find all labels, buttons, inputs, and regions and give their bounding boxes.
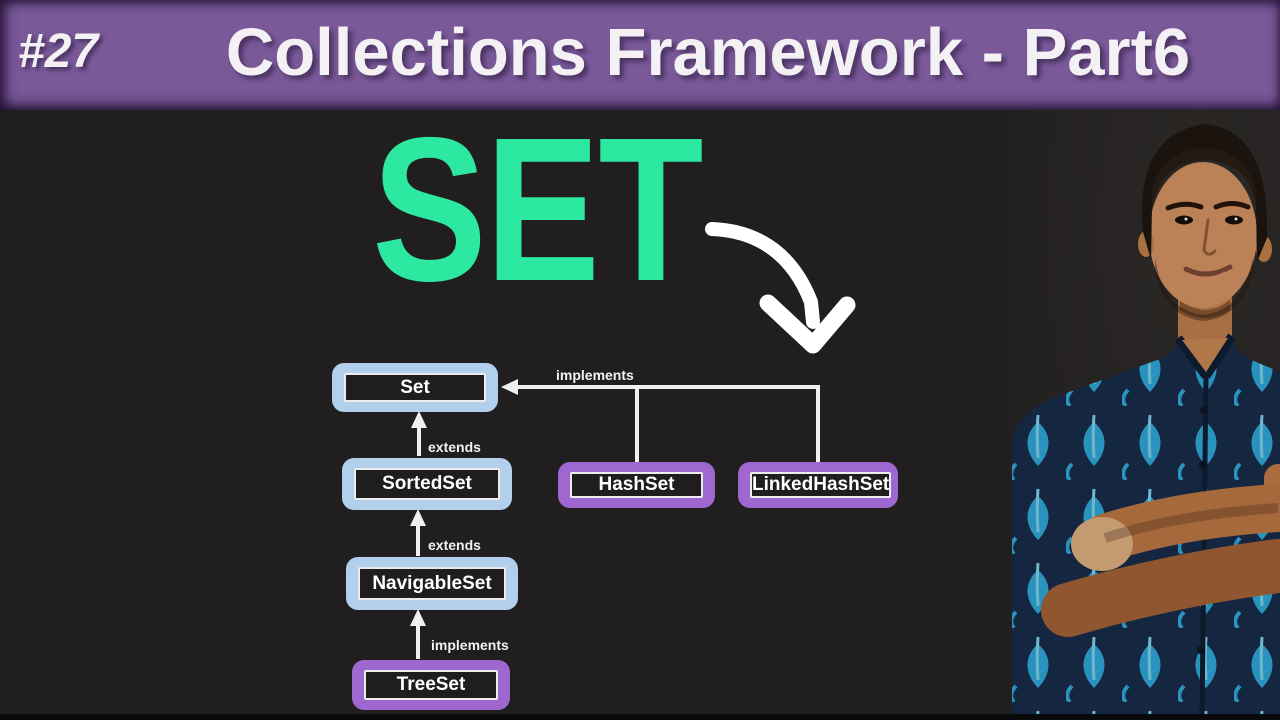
video-title: Collections Framework - Part6	[225, 15, 1191, 90]
edge-label-extends-mid: extends	[428, 537, 481, 553]
diagram-node-navigableset: NavigableSet	[346, 557, 518, 610]
presenter-photo	[1010, 110, 1280, 716]
edge-label-implements-bottom: implements	[431, 637, 509, 653]
header-bar: #27 Collections Framework - Part6	[0, 0, 1280, 110]
edge-label-extends-top: extends	[428, 439, 481, 455]
node-label: NavigableSet	[358, 567, 506, 600]
node-label: TreeSet	[364, 670, 498, 700]
diagram-node-treeset: TreeSet	[352, 660, 510, 710]
diagram-node-linkedhashset: LinkedHashSet	[738, 462, 898, 508]
crossed-arms	[1041, 464, 1280, 637]
diagram-node-sortedset: SortedSet	[342, 458, 512, 510]
bottom-letterbox	[0, 714, 1280, 720]
face	[1138, 124, 1272, 321]
node-label: SortedSet	[354, 468, 500, 500]
episode-number: #27	[18, 25, 99, 78]
node-label: HashSet	[570, 472, 703, 498]
node-label: Set	[344, 373, 486, 402]
hero-keyword: SET	[372, 95, 704, 324]
diagram-node-hashset: HashSet	[558, 462, 715, 508]
edge-label-implements-top: implements	[556, 367, 634, 383]
node-label: LinkedHashSet	[750, 472, 892, 498]
diagram-node-set: Set	[332, 363, 498, 412]
